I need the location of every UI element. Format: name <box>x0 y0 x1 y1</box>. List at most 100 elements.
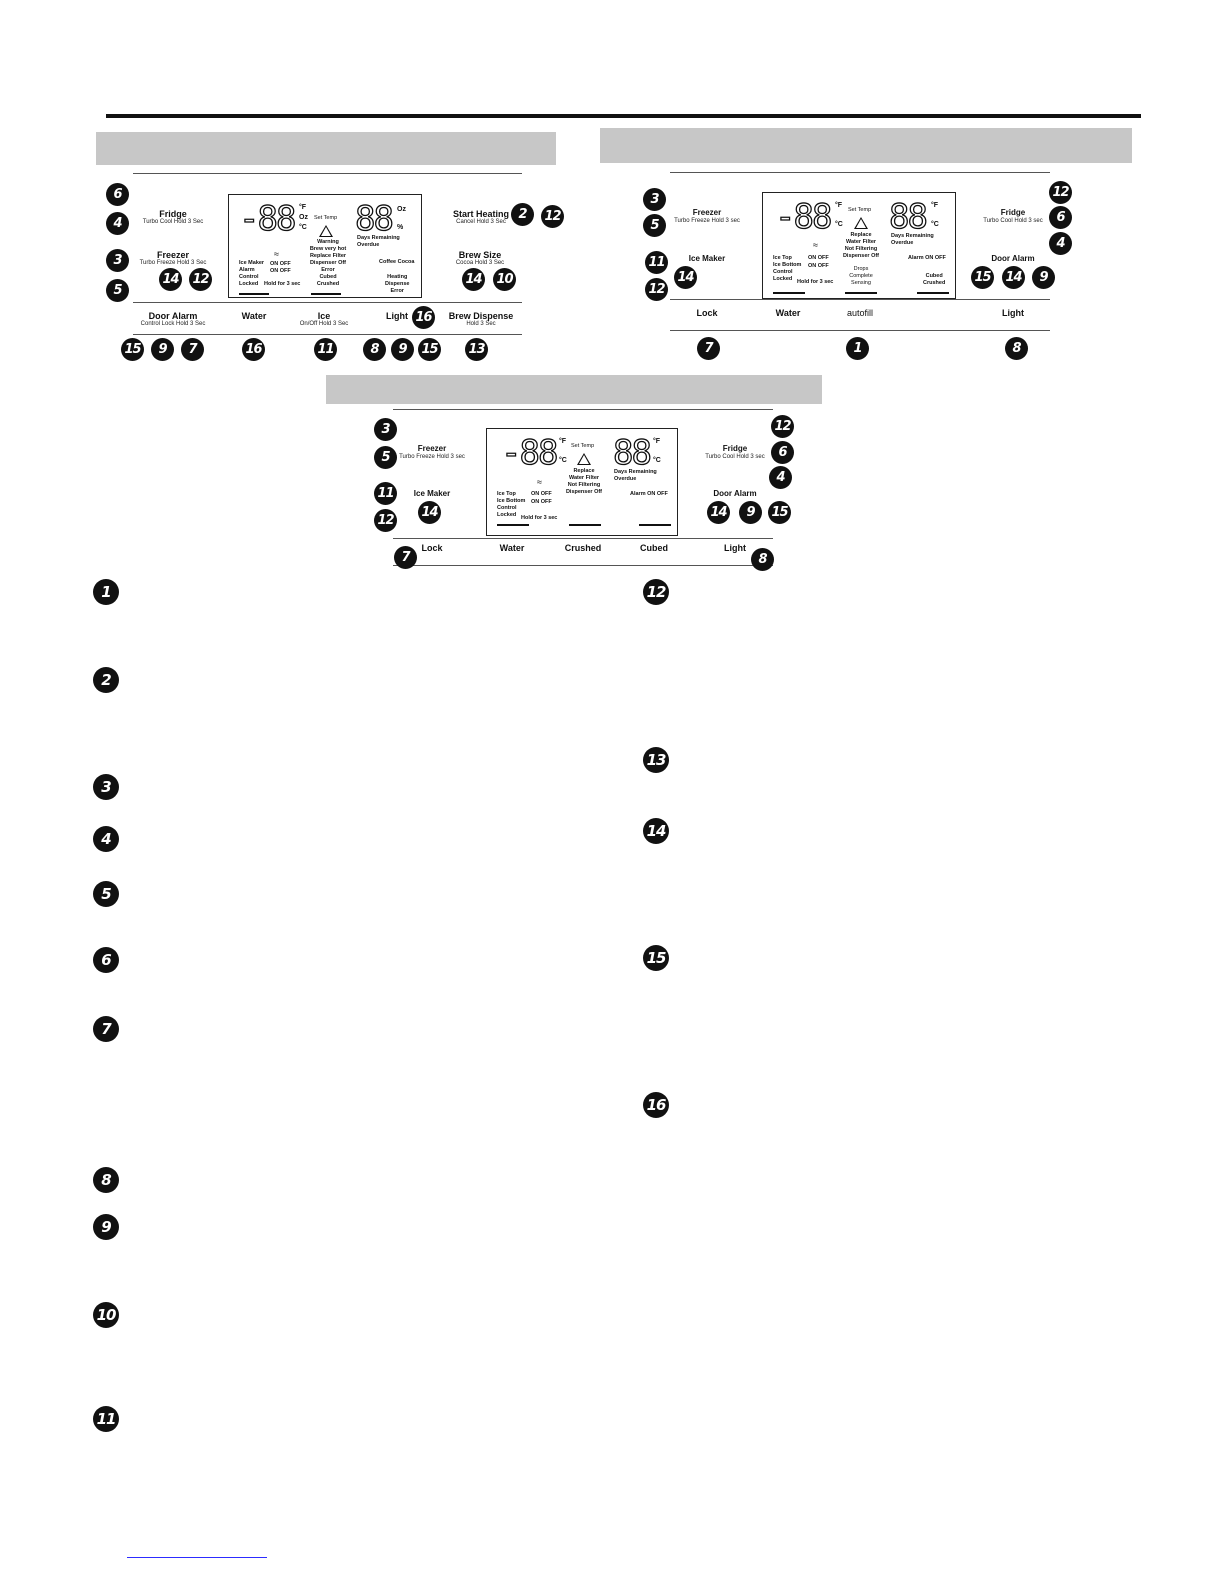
left-label: Locked <box>239 281 259 287</box>
warn-line: Crushed <box>316 281 340 287</box>
percent-unit: % <box>397 224 404 231</box>
legend-number: 15 <box>643 945 669 971</box>
warn-line: Brew very hot <box>309 246 347 252</box>
callout-number: 12 <box>374 509 397 532</box>
start-heating-label[interactable]: Start Heating <box>452 209 510 219</box>
legend-number: 5 <box>93 881 119 907</box>
panel2-display: -88 °F °C Set Temp Replace Water Filter … <box>762 192 956 299</box>
temp-digits: -88 <box>774 197 833 237</box>
freezer-sublabel: Turbo Freeze Hold 3 sec <box>674 218 740 224</box>
ice-sublabel: On/Off Hold 3 Sec <box>299 321 349 327</box>
light-label[interactable]: Light <box>1002 308 1024 318</box>
left-label: Alarm <box>239 267 255 273</box>
callout-number: 15 <box>971 266 994 289</box>
freezer-label[interactable]: Freezer <box>156 250 190 260</box>
warn-line: Dispenser Off <box>842 253 880 259</box>
overdue: Overdue <box>357 242 380 248</box>
door-alarm-label[interactable]: Door Alarm <box>148 311 198 321</box>
freezer-sublabel: Turbo Freeze Hold 3 Sec <box>139 260 207 266</box>
callout-number: 13 <box>465 338 488 361</box>
callout-number: 4 <box>1049 232 1072 255</box>
panel2-top-line <box>670 172 1050 173</box>
panel2-mid-line <box>670 299 1050 300</box>
brew-dispense-label[interactable]: Brew Dispense <box>448 311 514 321</box>
legend-number: 13 <box>643 747 669 773</box>
fridge-sublabel: Turbo Cool Hold 3 sec <box>983 218 1043 224</box>
callout-number: 7 <box>697 337 720 360</box>
right-deg-c: °C <box>653 457 661 464</box>
legend-number: 12 <box>643 579 669 605</box>
callout-number: 9 <box>151 338 174 361</box>
on-off-2: ON OFF <box>808 263 829 269</box>
warning-lines: Replace Water Filter Not Filtering Dispe… <box>839 232 883 260</box>
cubed-lines: Cubed Crushed <box>923 273 945 287</box>
callout-number: 14 <box>462 268 485 291</box>
left-label: Control <box>497 505 517 511</box>
callout-number: 4 <box>106 212 129 235</box>
callout-number: 5 <box>374 446 397 469</box>
water-label[interactable]: Water <box>241 311 267 321</box>
panel1-top-line <box>133 173 522 174</box>
callout-number: 16 <box>412 306 435 329</box>
light-label[interactable]: Light <box>724 543 746 553</box>
fridge-label[interactable]: Fridge <box>722 444 748 453</box>
ice-maker-label[interactable]: Ice Maker <box>413 489 451 498</box>
ice-label[interactable]: Ice <box>317 311 331 321</box>
warn-line: Cubed <box>319 274 337 280</box>
left-label: Locked <box>773 276 793 282</box>
warn-line: Warning <box>317 239 339 245</box>
right-deg-c: °C <box>931 221 939 228</box>
callout-number: 7 <box>394 546 417 569</box>
left-labels: Ice Top Ice Bottom Control Locked <box>773 255 801 283</box>
brew-dispense-sublabel: Hold 3 Sec <box>466 321 496 327</box>
door-alarm-label[interactable]: Door Alarm <box>713 489 757 498</box>
callout-number: 7 <box>181 338 204 361</box>
callout-number: 9 <box>739 501 762 524</box>
set-temp-label: Set Temp <box>848 207 872 213</box>
wifi-icon: ≈ <box>274 249 279 259</box>
lock-label[interactable]: Lock <box>696 308 718 318</box>
callout-number: 4 <box>769 466 792 489</box>
callout-number: 16 <box>242 338 265 361</box>
legend-number: 4 <box>93 826 119 852</box>
freezer-label[interactable]: Freezer <box>417 444 447 453</box>
underline <box>917 292 949 294</box>
left-labels: Ice Top Ice Bottom Control Locked <box>497 491 525 519</box>
legend-number: 16 <box>643 1092 669 1118</box>
door-alarm-label[interactable]: Door Alarm <box>991 254 1035 263</box>
ice-maker-label[interactable]: Ice Maker <box>688 254 726 263</box>
cubed-label[interactable]: Cubed <box>640 543 668 553</box>
callout-number: 15 <box>121 338 144 361</box>
underline <box>773 292 805 294</box>
water-label[interactable]: Water <box>499 543 525 553</box>
overdue: Overdue <box>614 476 637 482</box>
legend-number: 2 <box>93 667 119 693</box>
cubed-line: Crushed <box>923 280 946 286</box>
callout-number: 15 <box>768 501 791 524</box>
on-off-1: ON OFF <box>531 491 552 497</box>
left-label: Locked <box>497 512 517 518</box>
water-label[interactable]: Water <box>775 308 801 318</box>
light-label[interactable]: Light <box>386 311 408 321</box>
callout-number: 11 <box>645 251 668 274</box>
right-digits: 88 <box>612 433 652 473</box>
deg-c-unit: °C <box>299 224 307 231</box>
heating-line: Heating <box>387 274 408 280</box>
legend-number: 6 <box>93 947 119 973</box>
lock-label[interactable]: Lock <box>421 543 443 553</box>
warning-lines: Replace Water Filter Not Filtering Dispe… <box>562 468 606 496</box>
brew-size-label[interactable]: Brew Size <box>458 250 502 260</box>
panel1-mid-line <box>133 302 522 303</box>
temp-digits: -88 <box>500 433 559 473</box>
fridge-label[interactable]: Fridge <box>1000 208 1026 217</box>
autofill-label[interactable]: autofill <box>846 308 874 318</box>
legend-number: 3 <box>93 774 119 800</box>
heating-lines: Heating Dispense Error <box>385 274 409 295</box>
crushed-label[interactable]: Crushed <box>564 543 602 553</box>
warning-icon <box>577 453 591 465</box>
left-label: Control <box>239 274 259 280</box>
right-deg-f: °F <box>653 438 661 445</box>
freezer-label[interactable]: Freezer <box>692 208 722 217</box>
fridge-label[interactable]: Fridge <box>159 209 187 219</box>
callout-number: 14 <box>418 501 441 524</box>
